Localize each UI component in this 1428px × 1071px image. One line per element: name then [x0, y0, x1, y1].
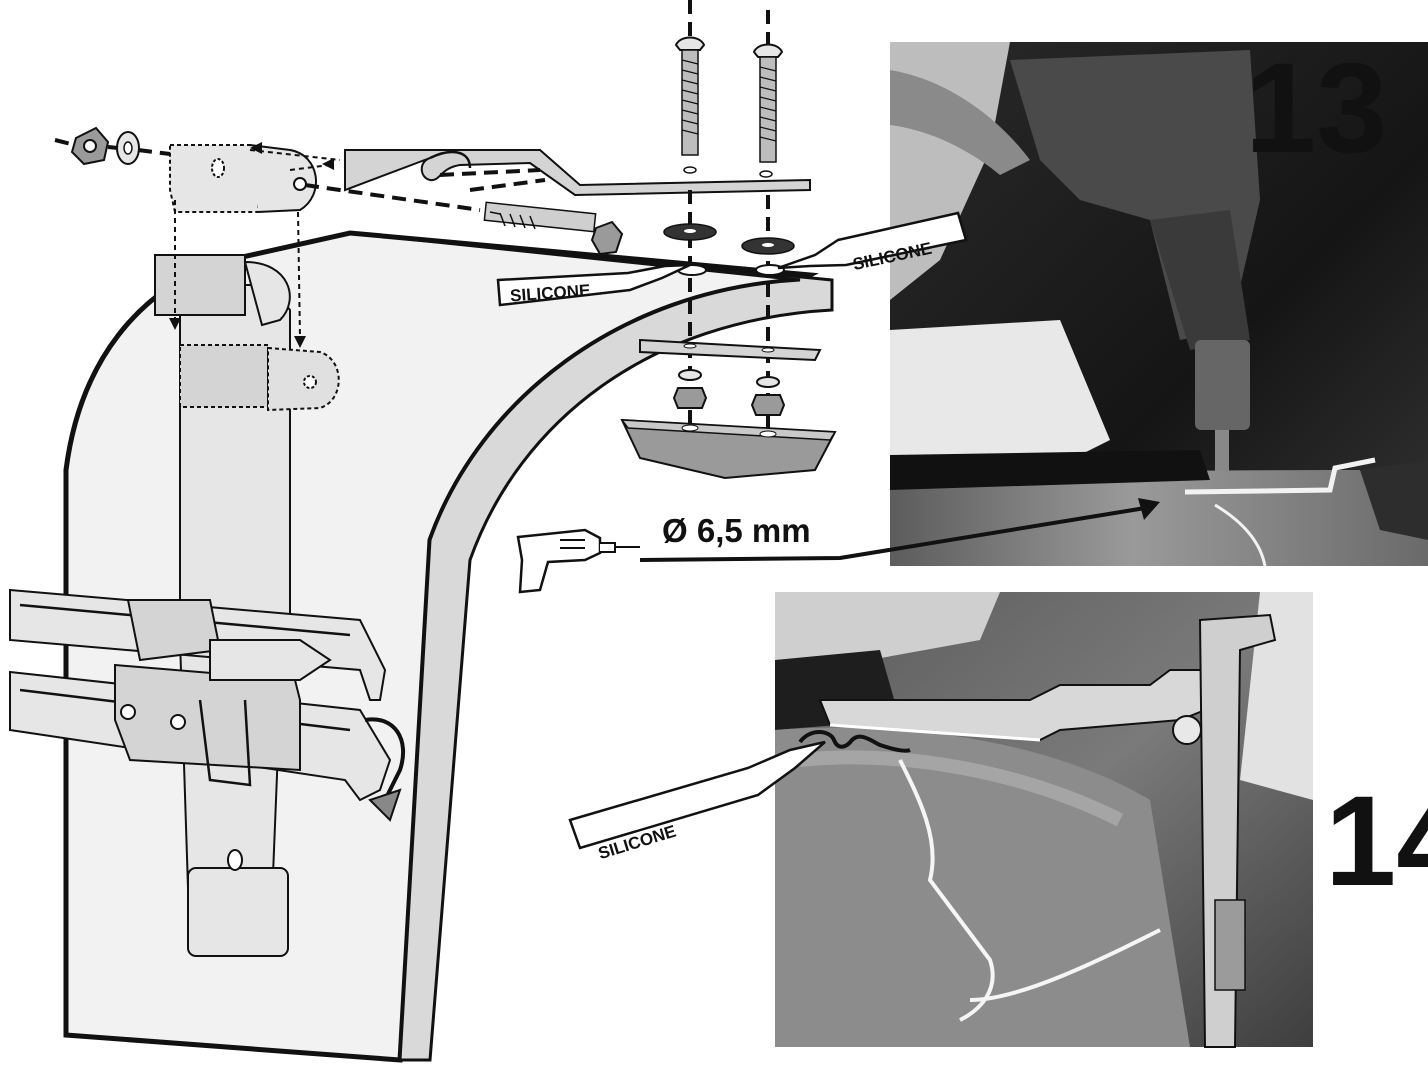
- drill-size-label: Ø 6,5 mm: [662, 512, 811, 549]
- step-number-14: 14: [1325, 770, 1428, 913]
- photo-step-13: 13: [890, 37, 1428, 567]
- silicone-tube-photo: SILICONE: [568, 740, 826, 863]
- drill-icon: [516, 528, 640, 594]
- step-number-13: 13: [1245, 37, 1387, 180]
- horizontal-rail: [9, 588, 406, 822]
- silicone-tube-left: SILICONE: [496, 263, 691, 307]
- arrow-icon: [639, 498, 1160, 562]
- photo-step-14: 14: [775, 592, 1428, 1048]
